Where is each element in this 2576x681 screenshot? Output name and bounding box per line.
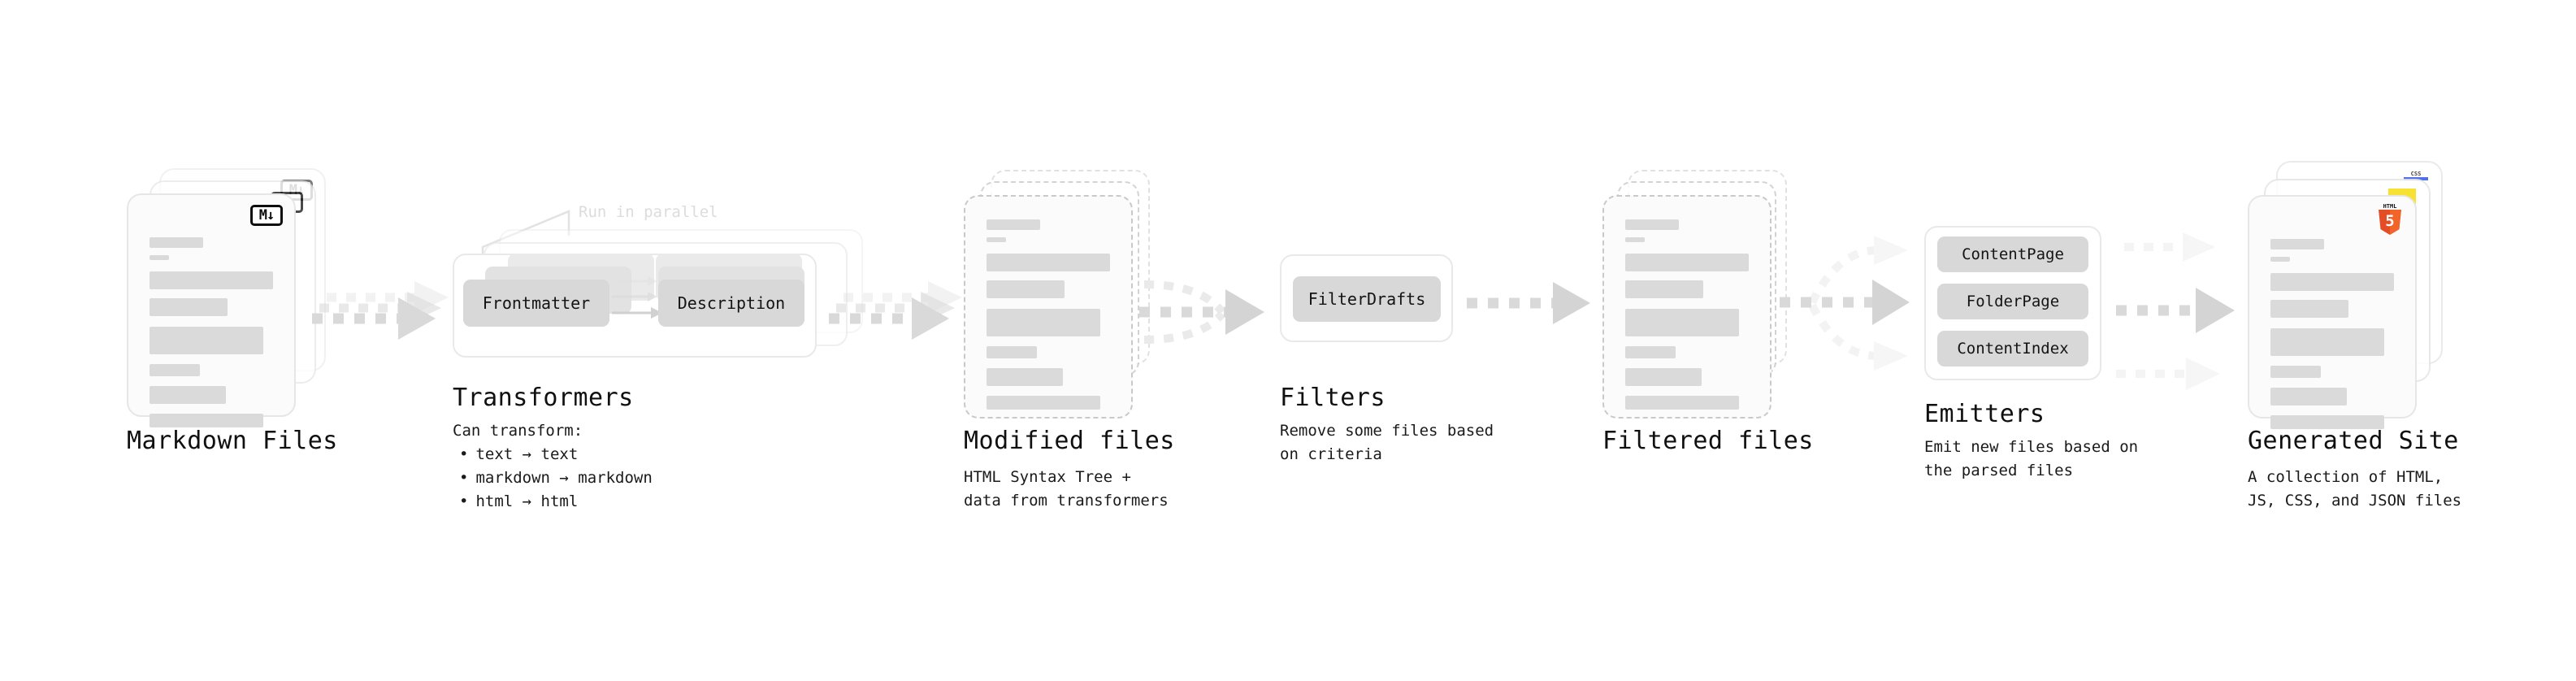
emitter-chip-contentpage[interactable]: ContentPage <box>1937 236 2088 272</box>
css-badge-label: CSS <box>2410 171 2422 177</box>
transformers-title: Transformers <box>453 384 634 412</box>
generated-site-card-html: HTML 5 <box>2248 195 2417 429</box>
dashed-arrow-stack-icon <box>312 281 449 340</box>
transform-bullet-text: text → text <box>453 443 653 466</box>
markdown-badge: M↓ <box>250 205 283 226</box>
skeleton-line <box>2270 239 2324 249</box>
skeleton-line <box>2270 415 2384 429</box>
transformers-caption-bullets: text → text markdown → markdown html → h… <box>453 443 653 514</box>
skeleton-line <box>987 237 1006 242</box>
skeleton-line <box>150 364 201 376</box>
skeleton-line <box>2270 328 2384 356</box>
modified-files-subtitle: HTML Syntax Tree + data from transformer… <box>964 468 1169 510</box>
connector-filters-to-filtered <box>1467 280 1597 345</box>
skeleton-line <box>1625 368 1702 386</box>
skeleton-line <box>150 298 228 316</box>
generated-site-subtitle: A collection of HTML, JS, CSS, and JSON … <box>2248 468 2462 510</box>
skeleton-line <box>987 309 1100 336</box>
emitters-title: Emitters <box>1924 400 2045 428</box>
transformer-chip-frontmatter[interactable]: Frontmatter <box>463 280 609 327</box>
skeleton-line <box>1625 219 1679 230</box>
transformer-chip-description[interactable]: Description <box>658 280 804 327</box>
connector-emitters-to-site <box>2113 229 2267 392</box>
filter-chip-filterdrafts[interactable]: FilterDrafts <box>1293 276 1441 322</box>
dashed-arrow-icon <box>1467 282 1590 324</box>
dashed-funnel-in-icon <box>1139 280 1264 344</box>
transform-bullet-markdown: markdown → markdown <box>453 466 652 490</box>
skeleton-line <box>150 414 263 427</box>
skeleton-line <box>987 254 1110 271</box>
run-in-parallel-label: Run in parallel <box>579 203 718 221</box>
filtered-files-title: Filtered files <box>1602 427 1814 455</box>
modified-file-card-front <box>964 195 1133 419</box>
skeleton-line <box>987 219 1040 230</box>
dashed-arrow-stack-icon <box>829 281 962 340</box>
filtered-file-card-front <box>1602 195 1772 419</box>
html5-badge: HTML 5 <box>2376 203 2404 236</box>
skeleton-line <box>150 327 263 354</box>
skeleton-line <box>1625 237 1645 242</box>
html5-badge-shield: 5 <box>2379 210 2401 235</box>
generated-site-title: Generated Site <box>2248 427 2459 455</box>
skeleton-line <box>150 237 203 248</box>
dashed-fan-out-icon <box>1780 236 1910 371</box>
skeleton-line <box>987 280 1065 298</box>
skeleton-line <box>987 346 1038 358</box>
skeleton-line <box>2270 366 2322 378</box>
skeleton-line <box>987 396 1100 410</box>
skeleton-line <box>1625 396 1739 410</box>
transform-bullet-html: html → html <box>453 490 653 514</box>
skeleton-line <box>150 386 227 404</box>
connector-transformers-to-modified <box>829 268 975 358</box>
modified-files-title: Modified files <box>964 427 1175 455</box>
connector-filtered-to-emitters <box>1780 236 1926 398</box>
emitter-chip-contentindex[interactable]: ContentIndex <box>1937 331 2088 367</box>
skeleton-line <box>150 255 169 260</box>
markdown-file-card-front: M↓ <box>127 193 296 427</box>
dashed-arrow-row-icon <box>2116 232 2235 390</box>
skeleton-line <box>1625 254 1749 271</box>
markdown-skeleton-lines <box>150 237 273 435</box>
skeleton-line <box>2270 273 2394 291</box>
skeleton-line <box>1625 346 1676 358</box>
connector-md-to-transformers <box>312 268 458 358</box>
skeleton-line <box>2270 388 2348 406</box>
html5-badge-number: 5 <box>2385 212 2395 230</box>
emitters-subtitle: Emit new files based on the parsed files <box>1924 438 2139 479</box>
markdown-files-title: Markdown Files <box>127 427 338 455</box>
html5-badge-word: HTML <box>2383 203 2397 210</box>
skeleton-line <box>2270 300 2348 318</box>
skeleton-line <box>2270 257 2290 262</box>
connector-modified-to-filters <box>1138 267 1276 364</box>
filters-subtitle: Remove some files based on criteria <box>1280 422 1494 463</box>
transformer-inner-arrows <box>612 276 662 319</box>
skeleton-line <box>1625 280 1703 298</box>
transformers-caption-intro: Can transform: <box>453 422 583 440</box>
emitter-chip-folderpage[interactable]: FolderPage <box>1937 284 2088 319</box>
modified-skeleton-lines <box>987 219 1110 417</box>
generated-site-skeleton-lines <box>2270 239 2394 436</box>
filtered-skeleton-lines <box>1625 219 1749 417</box>
filters-title: Filters <box>1280 384 1386 412</box>
skeleton-line <box>150 271 273 289</box>
skeleton-line <box>987 368 1064 386</box>
skeleton-line <box>1625 309 1739 336</box>
